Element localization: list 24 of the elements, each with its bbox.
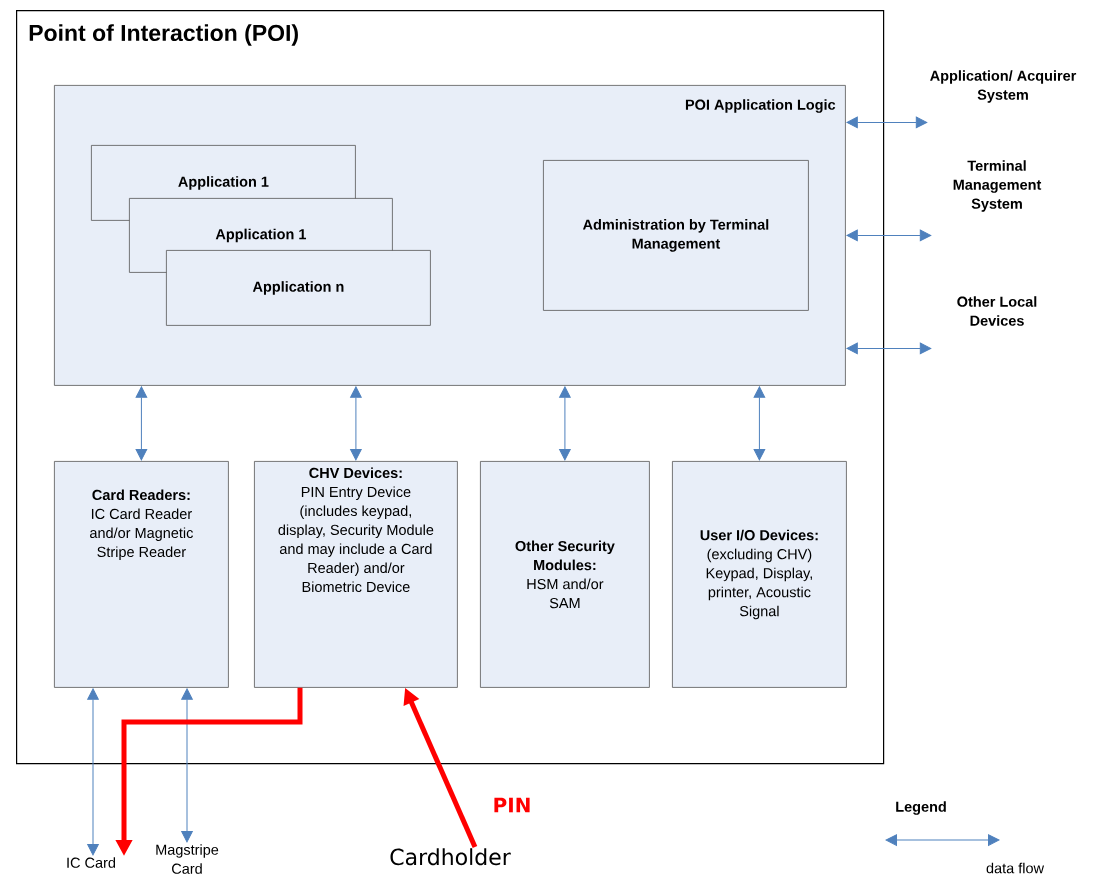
edge-label: PIN — [491, 796, 533, 814]
process-box: Administration by Terminal Management — [543, 160, 809, 311]
arrow — [846, 116, 928, 129]
application-box: Application n — [166, 250, 431, 326]
device-box: Card Readers: IC Card Reader and/or Magnetic Stripe Reader — [54, 461, 229, 688]
system-label: Terminal Management System — [953, 160, 1042, 212]
arrow — [846, 342, 932, 355]
arrow — [559, 386, 571, 461]
person-label: Cardholder — [390, 848, 511, 866]
arrow — [753, 386, 766, 461]
arrow — [350, 386, 362, 461]
arrow — [87, 688, 99, 856]
arrow — [181, 688, 193, 843]
card-label: IC Card — [67, 857, 116, 868]
system-label: Other Local Devices — [957, 296, 1037, 326]
arrow — [135, 386, 148, 461]
arrow — [846, 229, 932, 242]
device-box: Other Security Modules: HSM and/or SAM — [480, 461, 650, 688]
legend-title: Legend — [896, 801, 946, 815]
device-box: User I/O Devices: (excluding CHV) Keypad, Display, printer, Acoustic Signal — [672, 461, 847, 688]
card-label: Magstripe Card — [156, 844, 219, 874]
legend-text: data flow — [986, 862, 1045, 874]
device-box: CHV Devices: PIN Entry Device (includes keypad, display, Security Module and may include a Card Reader) and/or Biometric Device — [254, 461, 458, 688]
system-label: Application/ Acquirer System — [930, 70, 1077, 103]
